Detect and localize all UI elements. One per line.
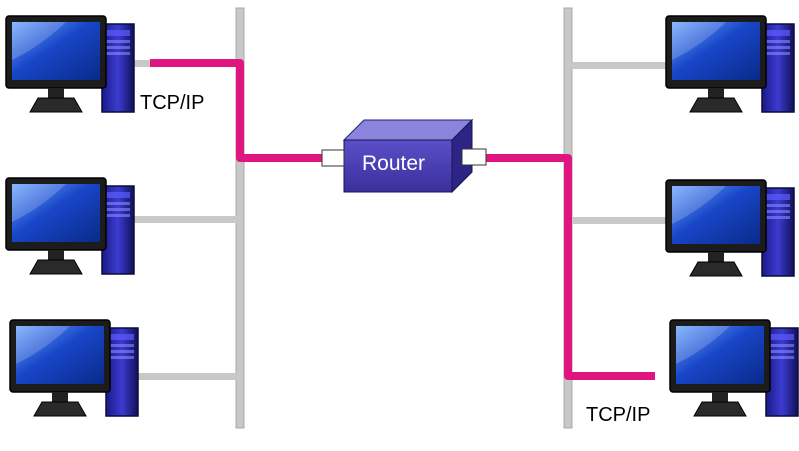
computer-icon[interactable] [669, 319, 799, 417]
computer-icon[interactable] [5, 177, 135, 275]
left-protocol-label: TCP/IP [140, 92, 205, 114]
router-label: Router [362, 152, 426, 175]
computer-icon[interactable] [9, 319, 139, 417]
active-link-right [486, 154, 655, 380]
computer-icon[interactable] [665, 15, 795, 113]
right-protocol-label: TCP/IP [586, 404, 651, 426]
router-icon [321, 118, 487, 194]
active-link-left [150, 59, 330, 162]
computer-icon[interactable] [665, 179, 795, 277]
computer-icon[interactable] [5, 15, 135, 113]
